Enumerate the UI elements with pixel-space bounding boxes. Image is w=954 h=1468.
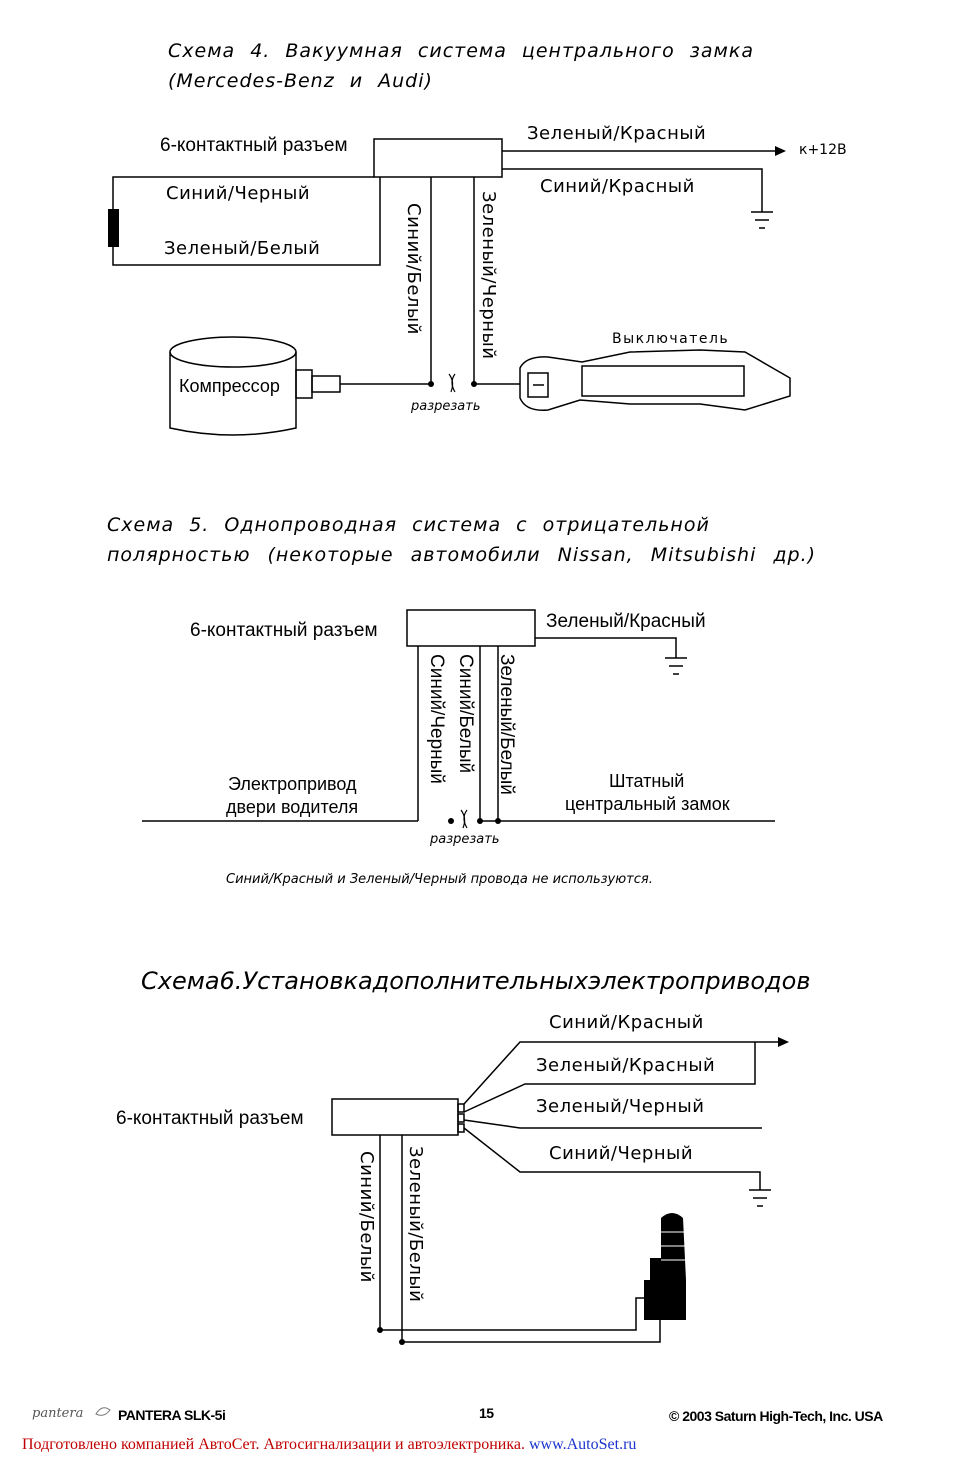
scheme5-driver-line2: двери водителя xyxy=(226,797,359,817)
footer-credit: Подготовлено компанией АвтоСет. Автосигн… xyxy=(22,1436,636,1454)
scheme4-green-white-label: Зеленый/Белый xyxy=(164,238,321,259)
scheme4-blue-white-text: Синий/Белый xyxy=(403,203,424,335)
footer-credit-text: Подготовлено компанией АвтоСет. Автосигн… xyxy=(22,1436,525,1453)
scheme4-plus12-label: к+12В xyxy=(799,142,847,158)
scheme5-green-white-text: Зеленый/Белый xyxy=(496,654,517,795)
compressor-top xyxy=(169,336,297,368)
scheme6-wire-green-black xyxy=(463,1119,762,1129)
scheme5-blue-black-text: Синий/Черный xyxy=(426,654,447,784)
scheme4-green-black-text: Зеленый/Черный xyxy=(478,191,499,360)
footer-page-number: 15 xyxy=(479,1405,494,1421)
compressor-body xyxy=(169,352,297,436)
scheme4-green-black-label: Зеленый/Черный xyxy=(478,191,499,364)
scheme6-wire-green-red xyxy=(463,1042,756,1113)
scheme6-connector-box xyxy=(331,1098,459,1136)
scheme5-green-red-label: Зеленый/Красный xyxy=(546,611,706,632)
scheme6-connector-label: 6-контактный разъем xyxy=(116,1108,304,1129)
scheme4-blue-white-label: Синий/Белый xyxy=(403,203,424,340)
scheme5-wire-green-red xyxy=(535,637,677,658)
scheme6-green-white-text: Зеленый/Белый xyxy=(405,1146,426,1303)
pantera-logo-mark xyxy=(95,1407,111,1416)
footer-copyright: © 2003 Saturn High-Tech, Inc. USA xyxy=(669,1408,883,1424)
scheme4-switch-label: Выключатель xyxy=(612,331,730,347)
scheme4-switch xyxy=(519,349,791,411)
scheme6-green-black-label: Зеленый/Черный xyxy=(536,1096,705,1117)
scheme5-stock-line2: центральный замок xyxy=(565,794,730,814)
scheme4-actuator xyxy=(108,209,119,247)
scheme6-wire-blue-red xyxy=(463,1041,778,1105)
scheme6-blue-white-text: Синий/Белый xyxy=(356,1151,377,1283)
scheme6-blue-white-label: Синий/Белый xyxy=(356,1146,377,1283)
scheme6-blue-black-label: Синий/Черный xyxy=(549,1143,694,1164)
scheme6-wire-blue-black xyxy=(463,1127,761,1190)
scheme5-blue-white-label: Синий/Белый xyxy=(454,654,476,779)
scheme5-cut-mark xyxy=(460,809,468,829)
scheme6-actuator xyxy=(644,1213,686,1320)
scheme6-green-white-label: Зеленый/Белый xyxy=(405,1146,426,1307)
scheme4-title-line2: (Mercedes-Benz и Audi) xyxy=(168,70,433,92)
scheme4-cut-label: разрезать xyxy=(411,399,481,414)
scheme4-wire-loop xyxy=(112,176,381,266)
footer-credit-link[interactable]: www.AutoSet.ru xyxy=(529,1436,637,1453)
scheme4-compressor-label: Компрессор xyxy=(179,376,280,396)
scheme5-connector-label: 6-контактный разъем xyxy=(190,620,378,641)
scheme4-wire-blue-red xyxy=(502,168,763,212)
scheme5-blue-black-label: Синий/Черный xyxy=(425,654,447,790)
scheme5-note: Синий/Красный и Зеленый/Черный провода н… xyxy=(226,872,653,887)
scheme4-blue-black-label: Синий/Черный xyxy=(166,183,311,204)
scheme5-title-line1: Схема 5. Однопроводная система с отрицат… xyxy=(107,514,710,536)
scheme4-connector-box xyxy=(373,138,503,178)
scheme4-green-red-label: Зеленый/Красный xyxy=(527,123,707,144)
scheme5-green-white-label: Зеленый/Белый xyxy=(495,654,517,801)
scheme5-blue-white-text: Синий/Белый xyxy=(455,654,476,774)
scheme5-title-line2: полярностью (некоторые автомобили Nissan… xyxy=(107,544,817,566)
scheme6-blue-red-label: Синий/Красный xyxy=(549,1012,704,1033)
pantera-logo: pantera xyxy=(32,1406,84,1421)
scheme5-driver-line1: Электропривод xyxy=(228,774,357,794)
scheme5-cut-label: разрезать xyxy=(430,832,500,847)
scheme5-stock-line1: Штатный xyxy=(609,771,685,791)
scheme4-cut-mark xyxy=(448,373,456,393)
scheme4-title-line1: Схема 4. Вакуумная система центрального … xyxy=(168,40,754,62)
scheme6-green-red-label: Зеленый/Красный xyxy=(536,1055,716,1076)
footer-model: PANTERA SLK-5i xyxy=(118,1407,226,1423)
scheme5-connector-box xyxy=(406,609,536,647)
scheme6-title: Схема6.Установкадополнительныхэлектропри… xyxy=(141,967,811,995)
scheme4-blue-red-label: Синий/Красный xyxy=(540,176,695,197)
scheme4-connector-label: 6-контактный разъем xyxy=(160,135,348,156)
